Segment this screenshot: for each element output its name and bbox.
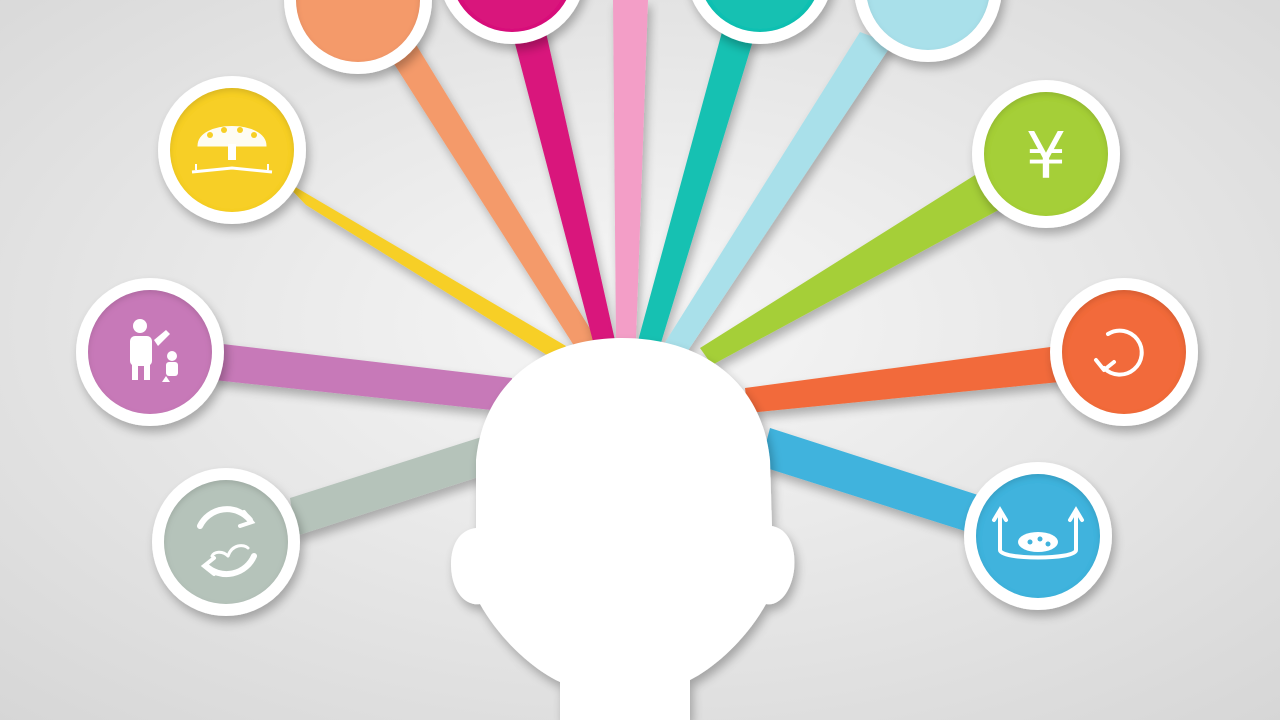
node-teal [692,0,828,44]
node-purple [76,278,224,426]
spokes [214,0,1060,536]
node-blue [964,462,1112,610]
node-yellow [158,76,306,224]
spoke-gray [290,433,500,536]
spoke-teal [638,32,755,346]
family-icon [130,319,178,382]
recycle-icon [197,506,257,578]
yen-icon: ¥ [1026,120,1067,194]
book-tree-icon [191,126,273,174]
node-magenta [444,0,580,44]
spoke-yellow [280,178,566,360]
basket-icon [992,506,1084,560]
node-peach [284,0,432,74]
node-green: ¥ [972,80,1120,228]
node-gray [152,468,300,616]
spoke-peach [382,38,600,352]
spoke-orange [745,346,1060,413]
refresh-arrow-icon [1094,328,1144,377]
node-orange [1050,278,1198,426]
spoke-purple [214,343,512,412]
head-silhouette [451,338,795,720]
spoke-pink [613,0,648,340]
spoke-lightblue [664,32,892,352]
spoke-blue [760,428,978,532]
node-lightblue [854,0,1002,62]
spoke-magenta [512,28,616,345]
spoke-green [700,170,1006,365]
